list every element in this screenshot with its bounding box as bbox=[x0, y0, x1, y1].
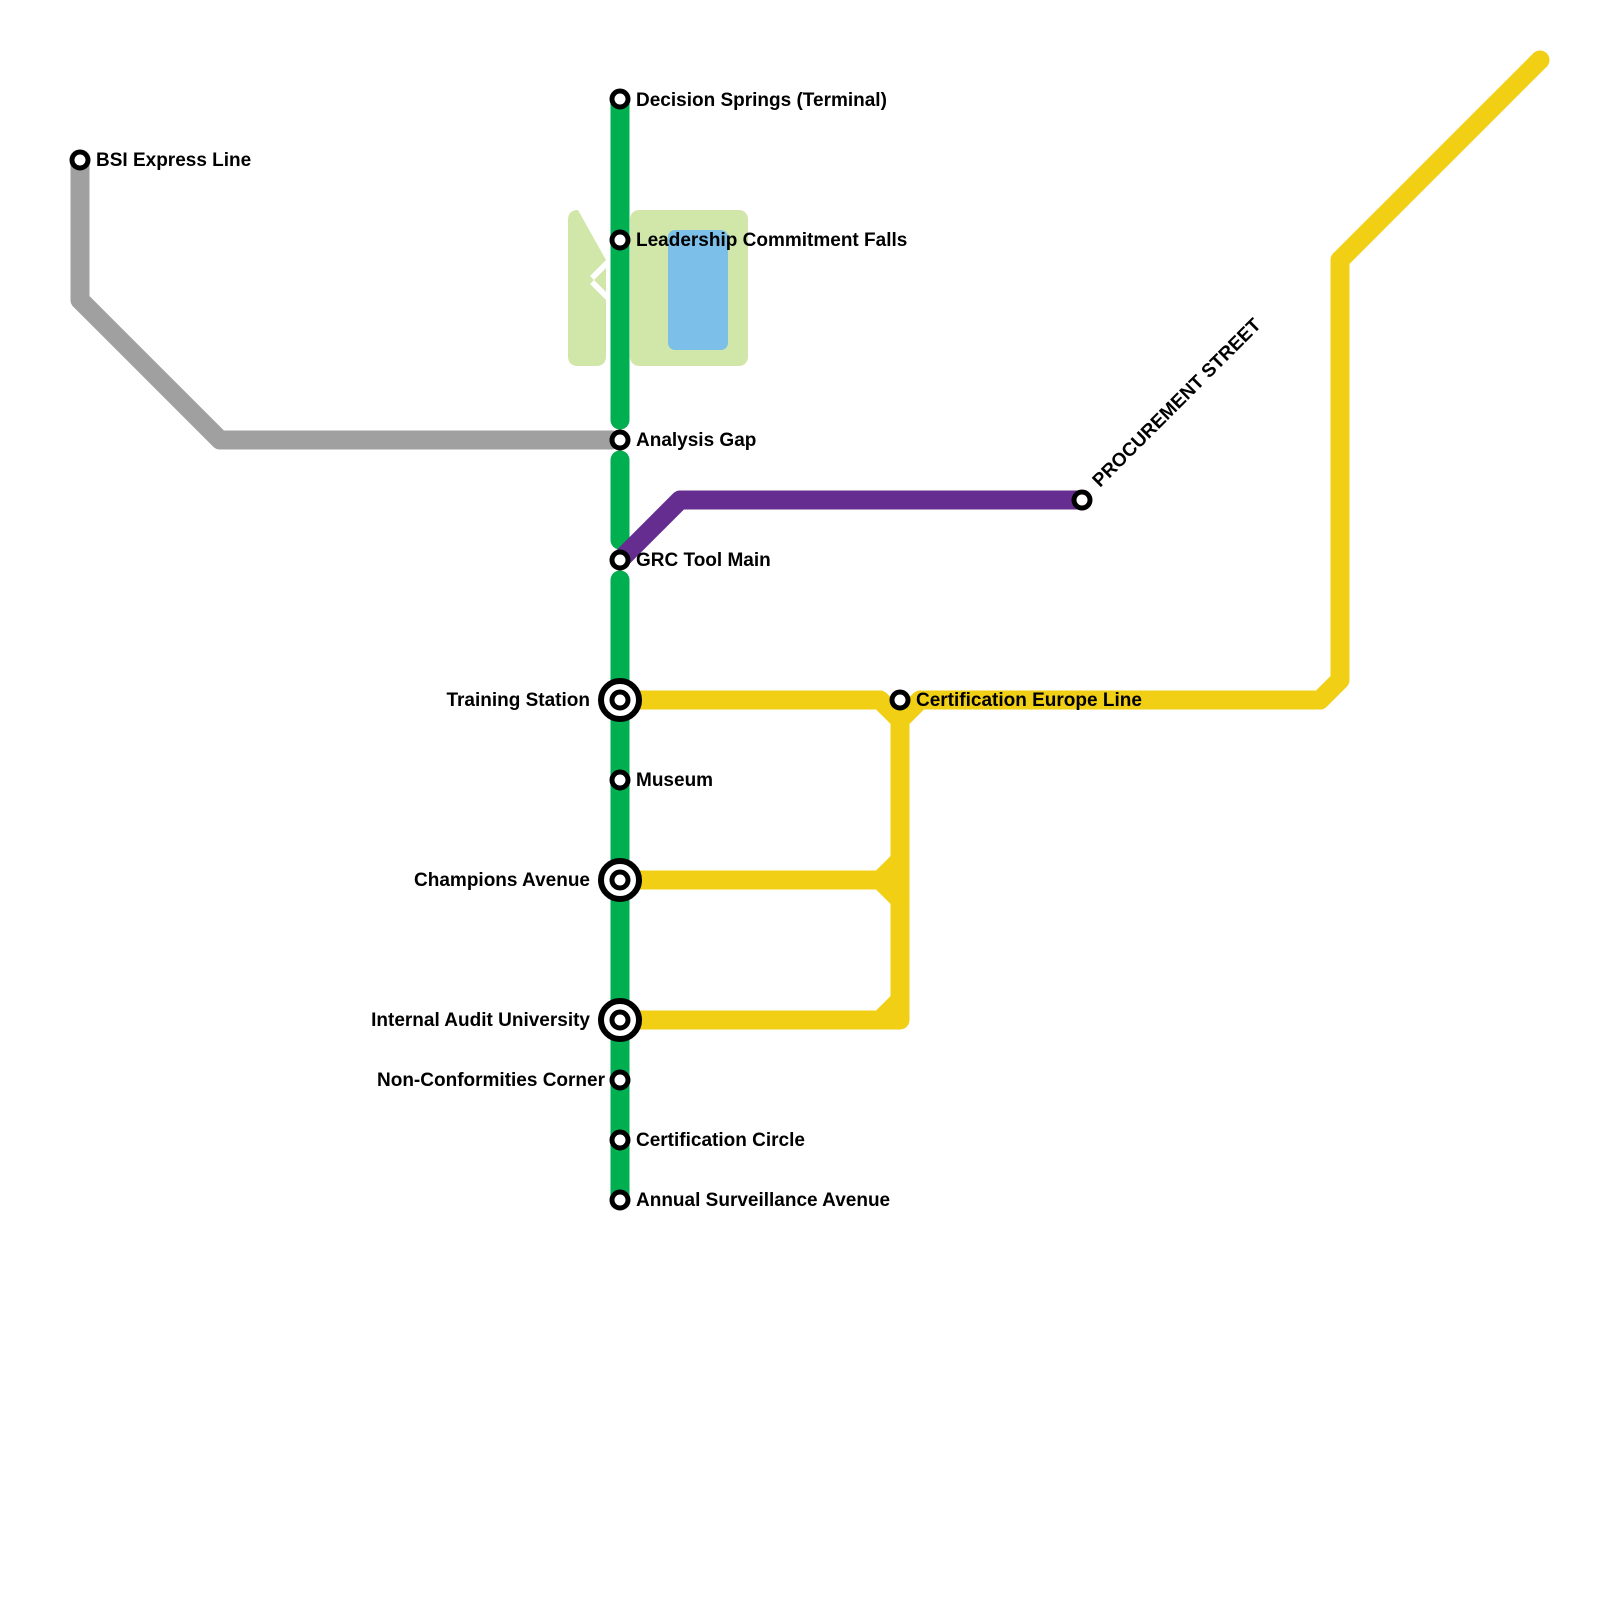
station-marker bbox=[609, 429, 631, 451]
interchange-marker-inner bbox=[609, 1009, 631, 1031]
yellow-line-main bbox=[610, 50, 1550, 730]
yellow-line-branch-3 bbox=[870, 870, 910, 910]
station-label: Non-Conformities Corner bbox=[377, 1070, 606, 1091]
interchange-marker-inner bbox=[609, 689, 631, 711]
purple-line bbox=[610, 490, 1090, 570]
park-left bbox=[568, 210, 606, 366]
station-label: Champions Avenue bbox=[414, 870, 590, 891]
yellow-line-branch bbox=[610, 710, 910, 1030]
station-label: Annual Surveillance Avenue bbox=[636, 1190, 890, 1211]
station-marker bbox=[609, 769, 631, 791]
station-label: Internal Audit University bbox=[371, 1010, 590, 1031]
station-marker bbox=[69, 149, 91, 171]
station-training-station[interactable]: Training Station bbox=[446, 678, 642, 722]
station-internal-audit-university[interactable]: Internal Audit University bbox=[371, 998, 642, 1042]
station-label: Decision Springs (Terminal) bbox=[636, 90, 887, 111]
station-marker bbox=[609, 549, 631, 571]
water-area bbox=[668, 230, 728, 350]
station-grc-tool-main[interactable]: GRC Tool Main bbox=[609, 549, 771, 571]
station-certification-europe-line[interactable]: Certification Europe Line bbox=[889, 689, 1142, 711]
grey-line bbox=[70, 150, 622, 450]
station-label: PROCUREMENT STREET bbox=[1089, 314, 1266, 491]
station-label: Certification Europe Line bbox=[916, 690, 1142, 711]
station-decision-springs[interactable]: Decision Springs (Terminal) bbox=[609, 88, 887, 111]
station-marker bbox=[609, 229, 631, 251]
station-label: Certification Circle bbox=[636, 1130, 805, 1151]
station-label: Analysis Gap bbox=[636, 430, 756, 451]
interchange-marker-inner bbox=[609, 869, 631, 891]
station-label: Museum bbox=[636, 770, 713, 791]
station-label: BSI Express Line bbox=[96, 150, 251, 171]
station-marker bbox=[609, 1069, 631, 1091]
station-label: Training Station bbox=[446, 690, 590, 711]
station-marker bbox=[889, 689, 911, 711]
yellow-line-branch-2 bbox=[610, 850, 910, 890]
stations-layer: Decision Springs (Terminal) BSI Express L… bbox=[69, 88, 1266, 1211]
station-label: Leadership Commitment Falls bbox=[636, 230, 907, 251]
station-label: GRC Tool Main bbox=[636, 550, 771, 571]
station-procurement-street[interactable]: PROCUREMENT STREET bbox=[1071, 314, 1266, 511]
station-leadership-commitment-falls[interactable]: Leadership Commitment Falls bbox=[609, 229, 907, 251]
station-certification-circle[interactable]: Certification Circle bbox=[609, 1129, 805, 1151]
station-non-conformities-corner[interactable]: Non-Conformities Corner bbox=[377, 1069, 631, 1091]
station-analysis-gap[interactable]: Analysis Gap bbox=[609, 429, 756, 451]
station-marker bbox=[1071, 489, 1093, 511]
station-museum[interactable]: Museum bbox=[609, 769, 713, 791]
station-marker bbox=[609, 1129, 631, 1151]
station-bsi-express-line[interactable]: BSI Express Line bbox=[69, 149, 251, 171]
station-marker bbox=[609, 88, 631, 110]
station-champions-avenue[interactable]: Champions Avenue bbox=[414, 858, 642, 902]
yellow-line-branch-4 bbox=[870, 990, 910, 1030]
station-annual-surveillance-avenue[interactable]: Annual Surveillance Avenue bbox=[609, 1189, 890, 1211]
station-marker bbox=[609, 1189, 631, 1211]
